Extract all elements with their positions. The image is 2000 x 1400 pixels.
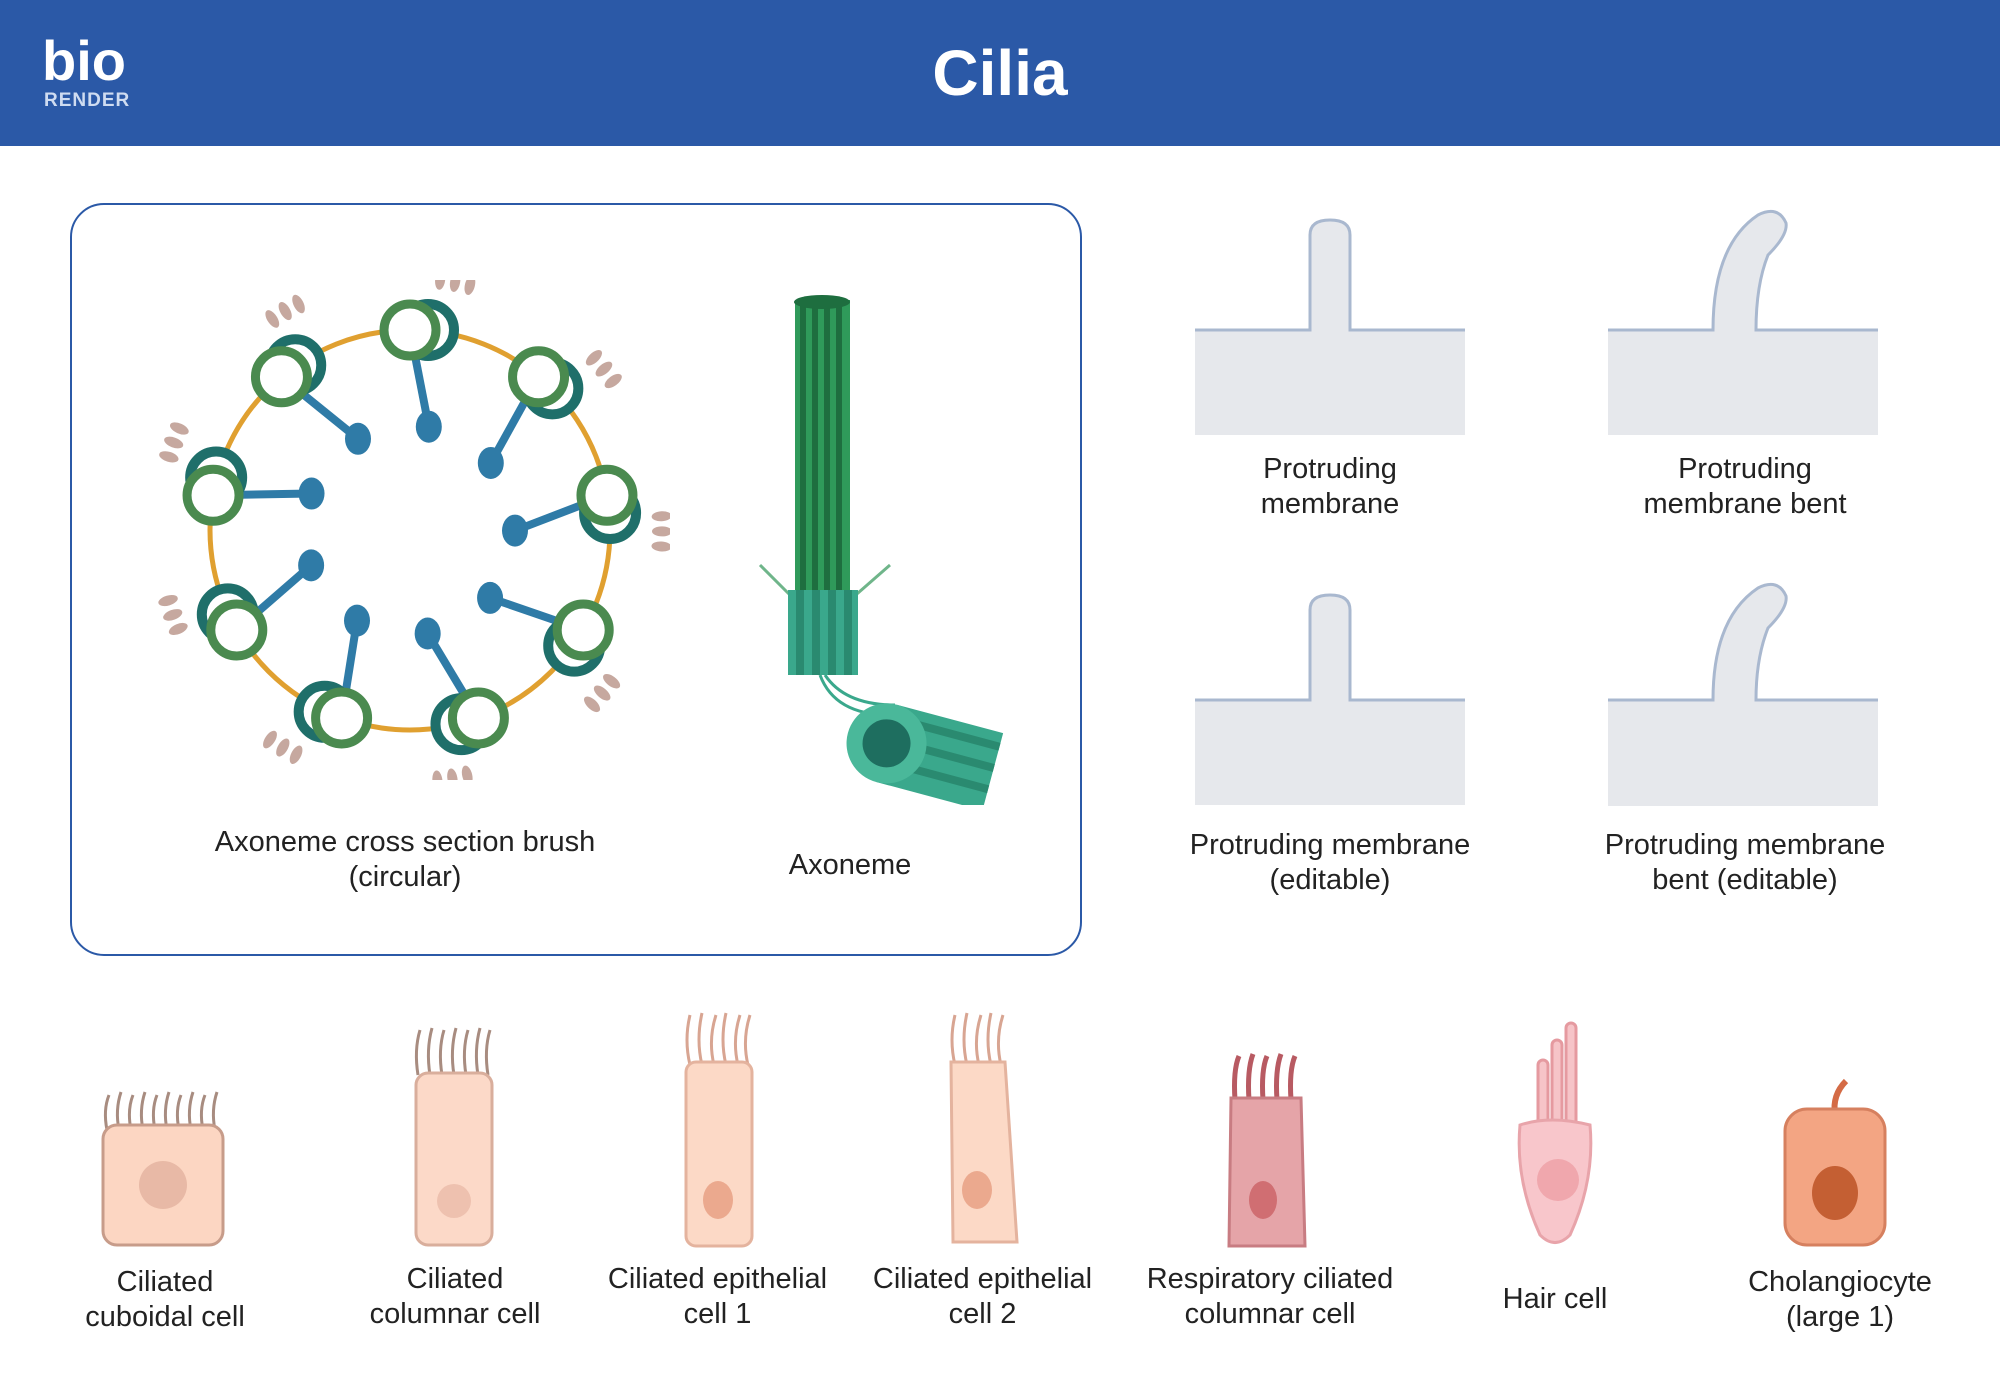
dynein-arm [278, 302, 292, 321]
dynein-arm [292, 294, 305, 314]
spoke-head [477, 446, 504, 479]
spoke-head [298, 477, 325, 510]
dynein-arm [447, 768, 458, 780]
spoke-head [477, 581, 504, 614]
doublet-a-tubule [552, 599, 614, 661]
hair-cell-icon[interactable] [1510, 1020, 1600, 1245]
doublet-a-tubule [182, 464, 244, 526]
dynein-arm [163, 609, 183, 621]
ciliated-epithelial-cell-2-icon[interactable] [945, 1010, 1025, 1250]
dynein-arm [432, 770, 443, 780]
spoke-head [415, 410, 442, 443]
ciliated-cuboidal-cell-label: Ciliated cuboidal cell [85, 1266, 245, 1333]
dynein-arm [461, 765, 473, 780]
protruding-membrane-bent-label: Protruding membrane bent [1643, 453, 1847, 520]
dynein-arm [435, 280, 446, 290]
logo-mark: bio [42, 32, 126, 88]
dynein-arm [585, 349, 602, 366]
spoke-head [501, 514, 528, 547]
spoke-head [298, 549, 325, 582]
doublet-a-tubule [447, 687, 509, 749]
ciliated-columnar-cell-label: Ciliated columnar cell [369, 1263, 541, 1330]
dynein-arm [651, 511, 670, 522]
dynein-arm [651, 526, 670, 537]
cholangiocyte-label: Cholangiocyte (large 1) [1748, 1266, 1932, 1333]
spoke-head [414, 617, 441, 650]
hair-cell-label: Hair cell [1502, 1283, 1608, 1315]
dynein-arm [276, 738, 290, 757]
protruding-membrane-editable-icon[interactable] [1195, 590, 1465, 810]
axoneme-panel [70, 203, 1082, 956]
dynein-arm [595, 361, 613, 377]
dynein-arm [158, 594, 178, 607]
dynein-arm [168, 622, 188, 636]
doublet-a-tubule [250, 346, 312, 408]
axoneme-icon[interactable] [750, 295, 1010, 805]
axoneme-cross-section-label: Axoneme cross section brush (circular) [214, 826, 596, 893]
respiratory-ciliated-columnar-cell-icon[interactable] [1225, 1050, 1310, 1250]
doublet-a-tubule [576, 464, 638, 526]
spoke-head [344, 422, 371, 455]
dynein-arm [593, 685, 611, 701]
axoneme-cross-section-icon[interactable] [150, 280, 670, 780]
cholangiocyte-icon[interactable] [1780, 1075, 1890, 1250]
protruding-membrane-label: Protruding membrane [1260, 453, 1400, 520]
dynein-arm [604, 373, 622, 389]
ciliated-epithelial-cell-1-label: Ciliated epithelial cell 1 [607, 1263, 828, 1330]
ciliated-epithelial-cell-2-label: Ciliated epithelial cell 2 [872, 1263, 1093, 1330]
header-bar [0, 0, 2000, 146]
dynein-arm [449, 280, 461, 292]
logo-text: RENDER [44, 90, 131, 111]
respiratory-ciliated-columnar-cell-label: Respiratory ciliated columnar cell [1146, 1263, 1394, 1330]
doublet-a-tubule [508, 346, 570, 408]
axoneme-label: Axoneme [788, 849, 912, 881]
dynein-arm [584, 696, 601, 713]
protruding-membrane-bent-editable-icon[interactable] [1608, 578, 1878, 810]
ciliated-cuboidal-cell-icon[interactable] [95, 1080, 235, 1250]
dynein-arm [265, 310, 280, 328]
dynein-arm [164, 436, 184, 449]
protruding-membrane-icon[interactable] [1195, 215, 1465, 435]
dynein-arm [603, 674, 621, 689]
protruding-membrane-bent-editable-label: Protruding membrane bent (editable) [1604, 829, 1886, 896]
protruding-membrane-bent-icon[interactable] [1608, 205, 1878, 435]
biorender-logo: bio RENDER [42, 29, 162, 112]
ciliated-epithelial-cell-1-icon[interactable] [680, 1010, 760, 1250]
doublet-a-tubule [206, 599, 268, 661]
dynein-arm [159, 451, 179, 463]
spoke-head [344, 604, 371, 637]
dynein-arm [651, 541, 670, 552]
page-title: Cilia [932, 37, 1068, 109]
ciliated-columnar-cell-icon[interactable] [408, 1025, 498, 1250]
dynein-arm [169, 422, 189, 435]
doublet-a-tubule [379, 299, 441, 361]
dynein-arm [263, 730, 277, 749]
protruding-membrane-editable-label: Protruding membrane (editable) [1189, 829, 1471, 896]
doublet-a-tubule [311, 687, 373, 749]
dynein-arm [289, 745, 303, 764]
dynein-arm [464, 280, 476, 296]
